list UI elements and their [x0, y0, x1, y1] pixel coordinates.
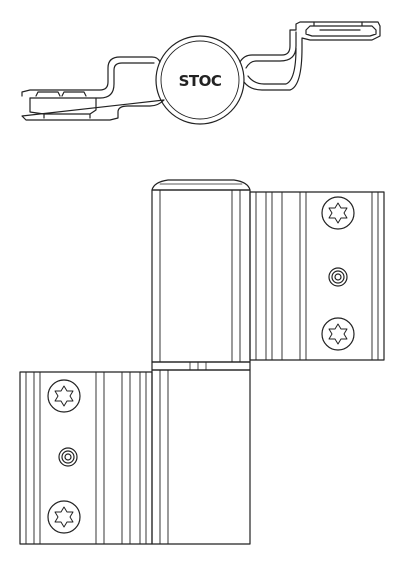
lower-barrel	[151, 369, 251, 545]
upper-leaf-plate	[249, 191, 385, 361]
hinge-profile-view: STOC	[21, 21, 381, 125]
upper-barrel-cap	[151, 179, 251, 191]
lower-leaf-groove-lines	[25, 371, 147, 545]
upper-hinge-leaf	[151, 179, 385, 363]
barrel-joint	[151, 361, 251, 371]
torx-screw-icon	[321, 317, 355, 351]
brand-logo-text: STOC	[179, 72, 222, 90]
torx-screw-icon	[321, 196, 355, 230]
lower-barrel-shading-lines	[159, 369, 169, 545]
upper-leaf-groove-lines	[255, 191, 379, 361]
profile-right-leaf-end	[305, 21, 377, 37]
hinge-pin-icon	[328, 267, 348, 287]
hinge-pin-icon	[58, 447, 78, 467]
knuckle-inner-circle	[160, 40, 240, 120]
torx-screw-icon	[47, 379, 81, 413]
upper-barrel-shading-lines	[159, 189, 241, 363]
knuckle-outer-circle	[155, 35, 245, 125]
torx-screw-icon	[47, 500, 81, 534]
profile-outline-inner	[29, 31, 297, 99]
lower-hinge-leaf	[19, 369, 251, 545]
upper-barrel	[151, 189, 251, 363]
profile-outline-outer	[21, 21, 381, 121]
profile-left-leaf-end	[29, 91, 97, 119]
